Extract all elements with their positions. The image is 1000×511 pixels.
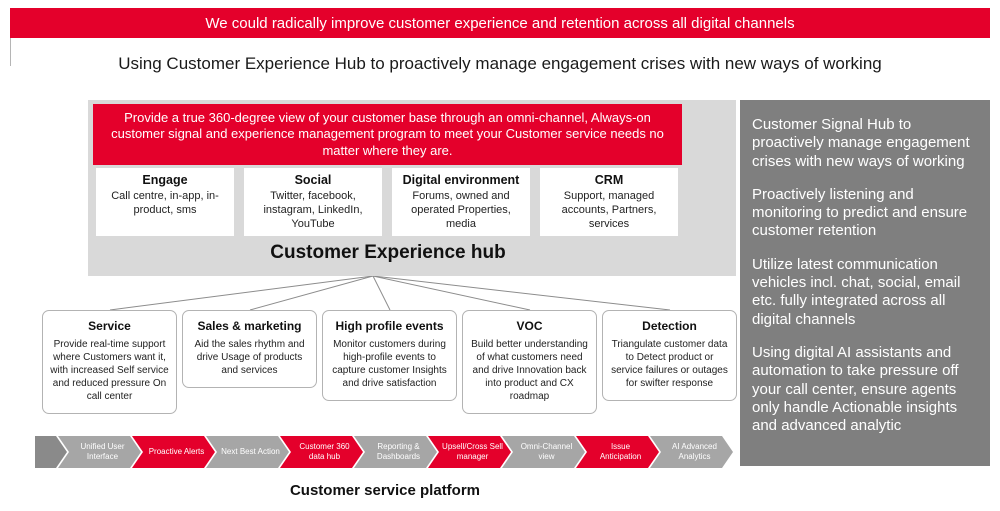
usecase-body: Build better understanding of what custo… [471,339,588,402]
platform-step-label: Next Best Action [221,447,280,457]
sidebar-paragraph: Customer Signal Hub to proactively manag… [752,116,970,170]
hub-channels-row: Engage Call centre, in-app, in-product, … [96,168,678,237]
platform-step-reporting-dashboards: Reporting & Dashboards [354,436,437,468]
hub-intro-statement: Provide a true 360-degree view of your c… [93,104,682,165]
usecase-title: Service [88,319,131,333]
platform-label: Customer service platform [289,482,481,499]
channel-body: Forums, owned and operated Properties, m… [411,190,511,230]
usecase-body: Triangulate customer data to Detect prod… [611,339,728,389]
sidebar-paragraph: Using digital AI assistants and automati… [752,343,959,435]
right-sidebar: Customer Signal Hub to proactively manag… [740,100,990,466]
platform-step-customer-360-data-hub: Customer 360 data hub [280,436,363,468]
platform-step-label: Proactive Alerts [148,447,205,457]
platform-step-label: Omni-Channel view [520,442,573,461]
channel-card-crm: CRM Support, managed accounts, Partners,… [540,168,678,237]
platform-step-ai-advanced-analytics: AI Advanced Analytics [650,436,733,468]
usecase-body: Aid the sales rhythm and drive Usage of … [194,339,305,376]
platform-step-omni-channel-view: Omni-Channel view [502,436,585,468]
usecase-card-detection: Detection Triangulate customer data to D… [602,310,737,401]
usecase-card-sales-marketing: Sales & marketing Aid the sales rhythm a… [182,310,317,388]
usecase-title: VOC [516,319,543,333]
platform-step-proactive-alerts: Proactive Alerts [132,436,215,468]
platform-step-label: Unified User Interface [80,442,125,461]
channel-body: Support, managed accounts, Partners, ser… [561,190,657,230]
top-banner: We could radically improve customer expe… [10,8,990,38]
top-banner-text: We could radically improve customer expe… [205,14,795,32]
platform-step-next-best-action: Next Best Action [206,436,289,468]
use-case-row: Service Provide real-time support where … [42,310,737,414]
usecase-card-high-profile-events: High profile events Monitor customers du… [322,310,457,401]
sidebar-paragraph: Utilize latest communication vehicles in… [752,255,961,328]
usecase-body: Provide real-time support where Customer… [50,339,169,402]
channel-body: Call centre, in-app, in-product, sms [111,190,219,216]
sidebar-paragraph: Proactively listening and monitoring to … [752,185,968,240]
channel-title: Digital environment [402,173,520,187]
platform-step-label: Reporting & Dashboards [376,442,421,461]
channel-card-social: Social Twitter, facebook, instagram, Lin… [244,168,382,237]
usecase-title: Sales & marketing [197,319,302,333]
platform-step-label: Issue Anticipation [599,442,642,461]
platform-step-unified-user-interface: Unified User Interface [58,436,141,468]
usecase-body: Monitor customers during high-profile ev… [332,339,447,389]
left-edge-divider [10,38,11,66]
channel-title: Social [294,173,332,187]
platform-steps: Unified User Interface Proactive Alerts … [35,436,733,468]
usecase-title: Detection [642,319,697,333]
customer-experience-hub-panel: Provide a true 360-degree view of your c… [88,100,736,276]
usecase-card-voc: VOC Build better understanding of what c… [462,310,597,414]
platform-step-label: Upsell/Cross Sell manager [442,442,503,461]
platform-step-upsell-cross-sell-manager: Upsell/Cross Sell manager [428,436,511,468]
channel-title: Engage [142,173,188,187]
usecase-title: High profile events [335,319,444,333]
channel-body: Twitter, facebook, instagram, LinkedIn, … [263,190,363,230]
channel-card-engage: Engage Call centre, in-app, in-product, … [96,168,234,237]
platform-step-label: Customer 360 data hub [299,442,350,461]
usecase-card-service: Service Provide real-time support where … [42,310,177,414]
channel-card-digital-environment: Digital environment Forums, owned and op… [392,168,530,237]
platform-step-label: AI Advanced Analytics [672,442,717,461]
channel-title: CRM [594,173,624,187]
platform-step-issue-anticipation: Issue Anticipation [576,436,659,468]
slide-subtitle: Using Customer Experience Hub to proacti… [118,54,882,73]
connector-lines [109,276,671,310]
hub-title: Customer Experience hub [270,242,506,263]
